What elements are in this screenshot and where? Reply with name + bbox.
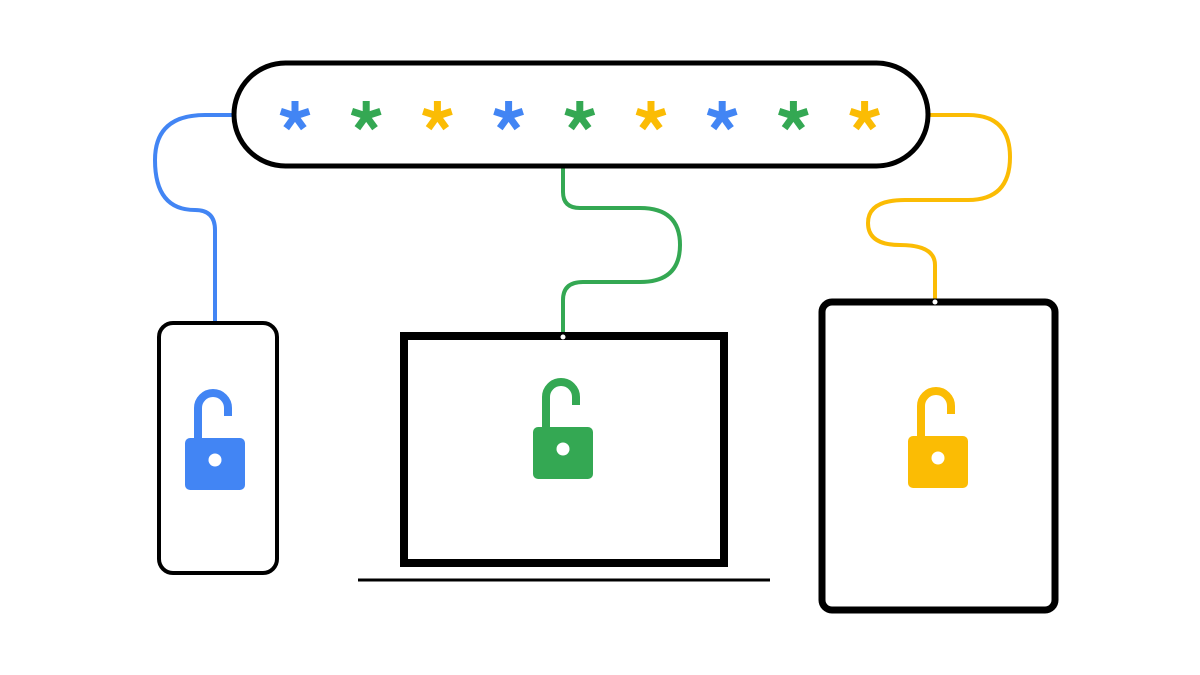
phone-unlocked-padlock-icon xyxy=(185,389,245,490)
asterisk-icon xyxy=(279,101,311,131)
asterisk-icon xyxy=(706,101,738,131)
asterisk-icon xyxy=(849,101,880,131)
asterisk-icon xyxy=(493,101,524,131)
asterisk-icon xyxy=(635,101,667,131)
laptop-unlocked-padlock-icon xyxy=(533,378,593,479)
masked-password xyxy=(279,101,880,131)
tablet-unlocked-padlock-icon xyxy=(908,387,968,488)
asterisk-icon xyxy=(778,101,809,131)
tablet-camera-dot xyxy=(932,299,938,305)
laptop-camera-dot xyxy=(560,334,566,340)
asterisk-icon xyxy=(422,101,453,131)
tablet-connection-wire xyxy=(865,113,1013,300)
asterisk-icon xyxy=(350,101,382,131)
asterisk-icon xyxy=(564,101,596,131)
laptop-connection-wire xyxy=(561,166,683,332)
phone-connection-wire xyxy=(152,113,232,322)
